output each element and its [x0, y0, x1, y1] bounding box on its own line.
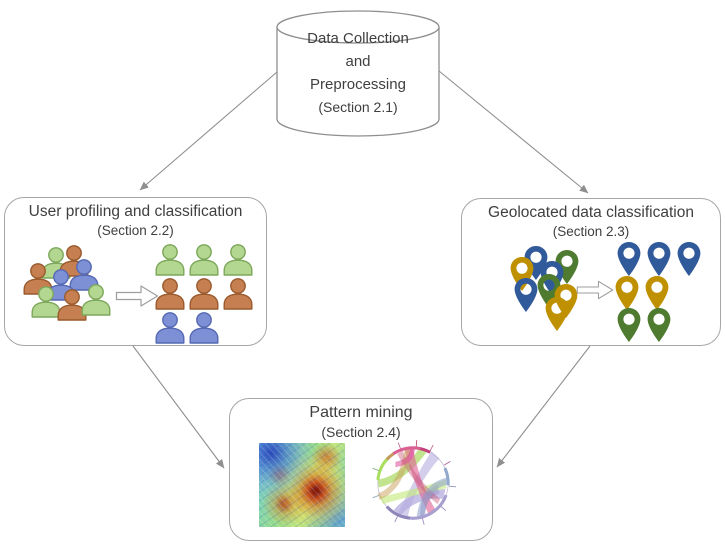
cylinder-body	[276, 27, 440, 137]
person-icon	[189, 278, 219, 310]
map-pin-icon	[615, 276, 639, 310]
pattern-mining-title: Pattern mining	[309, 404, 413, 421]
map-pin-icon	[617, 308, 641, 342]
cylinder-line-2: and	[345, 53, 371, 70]
connector-geolocated-to-pattern-mining	[496, 345, 591, 468]
pattern-mining-box: Pattern mining (Section 2.4)	[229, 398, 493, 541]
user-profiling-title: User profiling and classification	[28, 203, 243, 220]
connector-cylinder-to-geolocated	[438, 70, 589, 194]
cylinder-line-3: Preprocessing	[310, 76, 406, 93]
person-icon	[155, 244, 185, 276]
map-pin-icon	[647, 308, 671, 342]
geolocated-box: Geolocated data classification (Section …	[461, 198, 721, 346]
person-icon	[23, 263, 53, 295]
person-icon	[223, 244, 253, 276]
map-pin-icon	[677, 242, 701, 276]
transform-arrow-icon	[115, 285, 159, 307]
map-pin-icon	[617, 242, 641, 276]
person-icon	[81, 284, 111, 316]
map-pin-icon	[645, 276, 669, 310]
database-cylinder-icon	[276, 10, 440, 137]
person-icon	[223, 278, 253, 310]
cylinder-top	[276, 10, 440, 44]
person-icon	[155, 312, 185, 344]
connector-cylinder-to-user-profiling	[139, 71, 278, 191]
person-icon	[189, 312, 219, 344]
map-pin-icon	[545, 297, 569, 331]
user-profiling-section-label: (Section 2.2)	[97, 223, 174, 238]
user-profiling-box: User profiling and classification (Secti…	[4, 197, 267, 346]
sorted-people-grid	[155, 244, 253, 344]
geolocated-section-label: (Section 2.3)	[552, 224, 630, 239]
chord-diagram-image	[372, 440, 456, 525]
unsorted-people-cluster	[23, 245, 111, 321]
map-pin-icon	[554, 284, 578, 318]
map-pin-icon	[514, 278, 538, 312]
pattern-mining-section-label: (Section 2.4)	[321, 424, 401, 440]
map-pin-icon	[647, 242, 671, 276]
sorted-pins-grid	[615, 242, 701, 342]
unsorted-pins-cluster	[510, 246, 579, 331]
geolocated-title: Geolocated data classification	[488, 204, 694, 221]
cylinder-section-label: (Section 2.1)	[318, 99, 398, 115]
connector-user-profiling-to-pattern-mining	[132, 345, 225, 469]
transform-arrow-icon	[576, 280, 614, 300]
person-icon	[155, 278, 185, 310]
cylinder-line-1: Data Collection	[307, 30, 409, 47]
person-icon	[31, 286, 61, 318]
heatmap-image	[259, 443, 345, 527]
cylinder-label: Data Collection and Preprocessing (Secti…	[282, 27, 434, 119]
person-icon	[189, 244, 219, 276]
